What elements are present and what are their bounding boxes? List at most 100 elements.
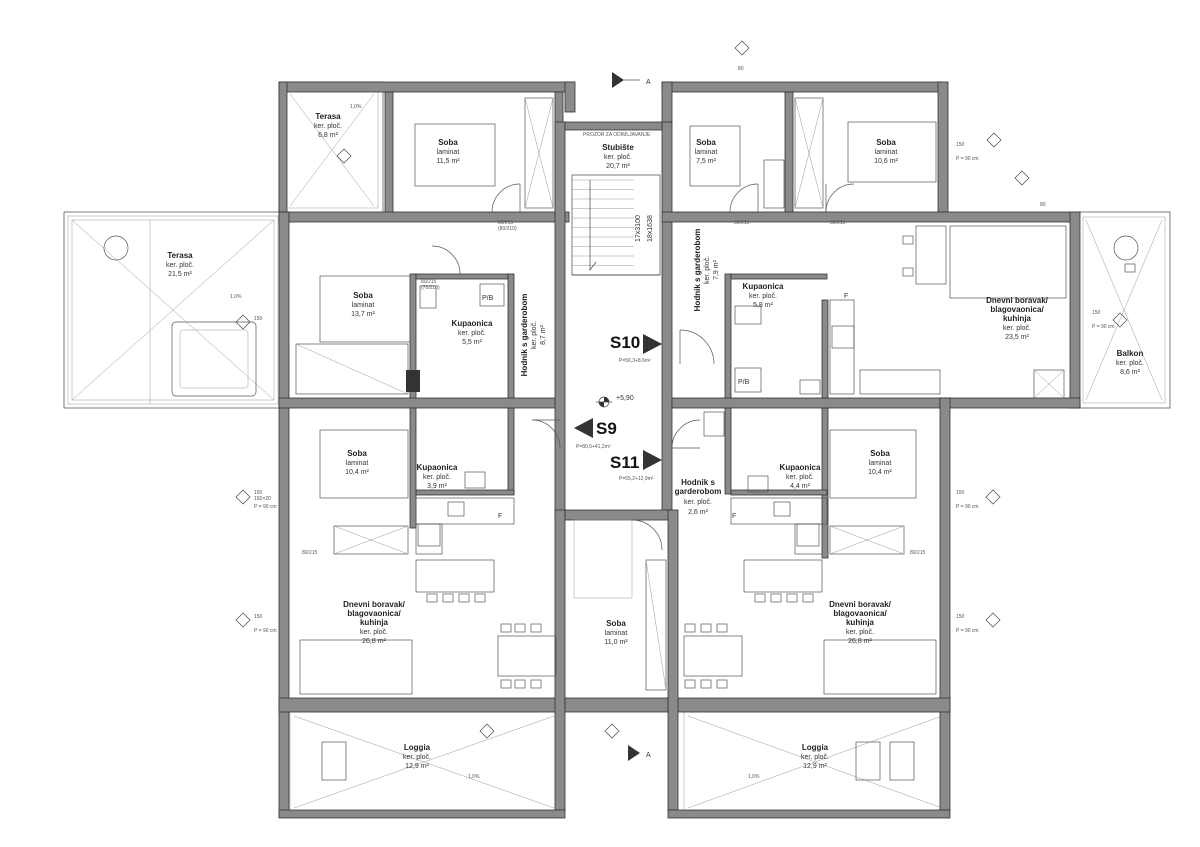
room-area: 5,5 m² xyxy=(462,339,483,346)
stair-steps-a: 17x3100 xyxy=(635,215,642,242)
window-tag-diamond xyxy=(336,148,352,164)
room-area: 7,5 m² xyxy=(696,158,717,165)
fridge-label-sw: F xyxy=(498,513,502,520)
room-finish: ker. ploč. xyxy=(684,499,712,506)
room-area: 8,7 m² xyxy=(540,324,547,345)
chair xyxy=(754,593,766,603)
chair xyxy=(474,593,486,603)
window-tag-diamond xyxy=(235,489,251,505)
unit-s9: S9 P=80,5+41,2m² xyxy=(574,418,617,450)
door-tag-nw: 80/215 xyxy=(498,220,514,226)
room-area: 23,5 m² xyxy=(1005,334,1029,341)
unit-arrow-s11 xyxy=(643,450,662,470)
chair xyxy=(514,623,526,633)
chair xyxy=(458,593,470,603)
fridge-label-se: F xyxy=(732,513,736,520)
window-tag-diamond xyxy=(1112,312,1128,328)
level-mark: +5,90 xyxy=(596,395,634,408)
door-tag-sw: 80/215 xyxy=(302,550,318,556)
chair xyxy=(426,593,438,603)
room-name: Hodnik s garderobom xyxy=(520,294,529,377)
room-finish: laminat xyxy=(437,149,460,156)
room-name: Loggia xyxy=(802,743,829,752)
chair xyxy=(802,593,814,603)
room-name: Dnevni boravak/ xyxy=(986,296,1049,305)
room-finish: ker. ploč. xyxy=(1003,325,1031,332)
room-name: Dnevni boravak/ xyxy=(829,600,892,609)
unit-label-s10: S10 xyxy=(610,333,640,352)
walls xyxy=(278,81,1081,819)
room-finish: ker. ploč. xyxy=(846,629,874,636)
unit-s11: S11 P=55,2+12,9m² xyxy=(610,450,662,482)
win-tag-se1: 150 xyxy=(956,490,965,496)
room-name: Dnevni boravak/ xyxy=(343,600,406,609)
room-finish: ker. ploč. xyxy=(458,330,486,337)
room-finish: ker. ploč. xyxy=(166,262,194,269)
room-dnevni-e1: Dnevni boravak/blagovaonica/kuhinja ker. … xyxy=(986,296,1049,341)
win-tag-n: 80 xyxy=(738,66,744,72)
win-tag-se2-p: P = 90 cm xyxy=(956,628,979,634)
win-tag-se2: 150 xyxy=(956,614,965,620)
section-marker-bottom: A xyxy=(628,745,651,761)
section-marker-top: A xyxy=(612,72,651,88)
chair xyxy=(500,679,512,689)
furniture xyxy=(103,97,1139,781)
room-finish: ker. ploč. xyxy=(801,754,829,761)
pb-label-e: P/B xyxy=(738,379,750,386)
window-tag-diamond xyxy=(235,612,251,628)
room-area: 10,6 m² xyxy=(874,158,898,165)
chair xyxy=(700,623,712,633)
room-name: Hodnik s xyxy=(681,478,715,487)
chair xyxy=(530,623,542,633)
door-tag-bath-w: 80/215 xyxy=(421,279,437,285)
unit-label-s9: S9 xyxy=(596,419,617,438)
room-name: Soba xyxy=(438,138,458,147)
room-name: Kupaonica xyxy=(743,282,784,291)
win-tag-sw1: 150 xyxy=(254,490,263,496)
room-area: 12,9 m² xyxy=(405,763,429,770)
room-name: Soba xyxy=(696,138,716,147)
unit-area-s10: P=56,3+8,6m² xyxy=(619,358,651,364)
window-tags xyxy=(235,40,1128,739)
window-tag-diamond xyxy=(235,314,251,330)
room-name-2: blagovaonica/ xyxy=(990,305,1044,314)
chair xyxy=(530,679,542,689)
room-finish: ker. ploč. xyxy=(531,321,538,349)
win-tag-ne: 150 xyxy=(956,142,965,148)
win-tag-se1-p: P = 90 cm xyxy=(956,504,979,510)
pb-label-w: P/B xyxy=(482,295,494,302)
unit-s10: S10 P=56,3+8,6m² xyxy=(610,333,662,364)
win-tag-sw1-size: 150×20 xyxy=(254,496,271,502)
room-name-2: garderobom xyxy=(675,487,722,496)
room-area: 26,8 m² xyxy=(848,638,872,645)
unit-label-s11: S11 xyxy=(610,453,639,472)
room-area: 8,6 m² xyxy=(1120,369,1141,376)
staircase xyxy=(571,174,667,691)
chair xyxy=(716,623,728,633)
room-name-3: kuhinja xyxy=(1003,314,1032,323)
room-area: 11,5 m² xyxy=(436,158,460,165)
room-area: 5,8 m² xyxy=(753,302,774,309)
level-value: +5,90 xyxy=(616,395,634,402)
room-area: 20,7 m² xyxy=(606,163,630,170)
unit-area-s11: P=55,2+12,9m² xyxy=(619,476,654,482)
room-name: Terasa xyxy=(167,251,193,260)
room-finish: laminat xyxy=(346,460,369,467)
room-name: Balkon xyxy=(1117,349,1144,358)
room-area: 7,9 m² xyxy=(713,259,720,280)
room-finish: ker. ploč. xyxy=(1116,360,1144,367)
win-tag-e-p: P = 90 cm xyxy=(1092,324,1115,330)
